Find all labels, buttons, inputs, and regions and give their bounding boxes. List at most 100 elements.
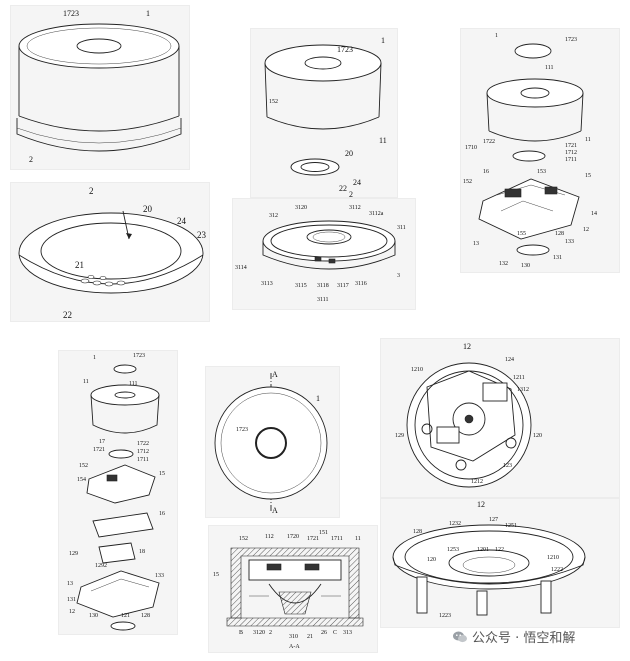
wechat-icon: [453, 631, 467, 642]
label-1711: 1711: [565, 157, 577, 163]
label-1722: 1722: [483, 139, 495, 145]
label-21: 21: [75, 260, 84, 270]
label-312: 312: [269, 213, 278, 219]
watermark: 公众号 · 悟空和解: [452, 627, 575, 646]
label-129: 129: [69, 551, 78, 557]
label-1711: 1711: [331, 536, 343, 542]
label-120: 120: [533, 433, 542, 439]
figure-base-plate: 2 20 24 23 21 22: [10, 182, 210, 322]
label-1: 1: [495, 33, 498, 39]
figure-disc-assembly: 312 3120 3112 3112a 311 3114 3113 3115 3…: [232, 198, 416, 310]
label-12: 12: [583, 227, 589, 233]
section-view-drawing: [226, 547, 364, 627]
label-18: 18: [139, 549, 145, 555]
exploded-stack-drawing: [76, 364, 160, 631]
label-1312: 1312: [517, 387, 529, 393]
label-15: 15: [585, 173, 591, 179]
housing-underside-drawing: [406, 362, 532, 488]
label-1723: 1723: [236, 427, 248, 433]
label-20: 20: [345, 149, 353, 158]
label-3116: 3116: [355, 281, 367, 287]
label-23: 23: [197, 230, 206, 240]
label-26: 26: [321, 630, 327, 636]
label-11: 11: [585, 137, 591, 143]
label-111: 111: [545, 65, 554, 71]
label-1: 1: [381, 36, 385, 45]
label-1712: 1712: [565, 150, 577, 156]
label-152: 152: [269, 99, 278, 105]
label-151: 151: [319, 530, 328, 536]
label-123: 123: [503, 463, 512, 469]
label-21: 21: [307, 634, 313, 640]
label-1722: 1722: [137, 441, 149, 447]
figure-exploded-shell: 1723 1 152 11 20 22 24 2: [250, 28, 398, 198]
label-20: 20: [143, 204, 152, 214]
disc-assembly-drawing: [262, 220, 396, 270]
label-1711: 1711: [137, 457, 149, 463]
label-128: 128: [555, 231, 564, 237]
label-A-bottom: A: [272, 506, 278, 515]
label-3114: 3114: [235, 265, 247, 271]
label-122: 122: [495, 547, 504, 553]
label-128: 128: [413, 529, 422, 535]
label-1210: 1210: [547, 555, 559, 561]
label-3113: 3113: [261, 281, 273, 287]
label-17: 17: [99, 439, 105, 445]
label-11: 11: [379, 136, 387, 145]
label-131: 131: [67, 597, 76, 603]
exploded-shell-drawing: [264, 44, 382, 176]
label-121: 121: [121, 613, 130, 619]
label-22: 22: [63, 310, 72, 320]
exploded-internals-drawing: [478, 43, 584, 256]
label-3115: 3115: [295, 283, 307, 289]
label-1721: 1721: [307, 536, 319, 542]
label-155: 155: [517, 231, 526, 237]
label-13: 13: [473, 241, 479, 247]
label-1720: 1720: [287, 534, 299, 540]
label-B: B: [239, 630, 244, 636]
label-1721: 1721: [93, 447, 105, 453]
label-311: 311: [397, 225, 406, 231]
label-1723: 1723: [63, 9, 79, 18]
figure-exploded-stack: 1 1723 11 111 17 1722 1721 1712 1711 152…: [58, 350, 178, 635]
label-128: 128: [141, 613, 150, 619]
figure-top-view: A 1 1723 A: [205, 366, 340, 518]
label-section-AA: A-A: [289, 644, 300, 650]
label-129: 129: [395, 433, 404, 439]
label-3120: 3120: [295, 205, 307, 211]
closed-device-drawing: [16, 23, 182, 152]
label-1292: 1292: [95, 563, 107, 569]
top-view-drawing: [214, 373, 328, 513]
label-130: 130: [89, 613, 98, 619]
figure-exploded-internals: 1 1723 111 11 1722 1710 1721 1712 1711 1…: [460, 28, 620, 273]
label-14: 14: [591, 211, 597, 217]
label-3111: 3111: [317, 297, 329, 303]
label-24: 24: [177, 216, 186, 226]
label-1723: 1723: [133, 353, 145, 359]
label-11: 11: [355, 536, 361, 542]
label-C: C: [333, 630, 338, 636]
figure-section-view: 152 112 1720 1721 151 1711 11 15 B 3120 …: [208, 525, 378, 653]
figure-housing-underside: 12 124 1210 1211 1312 129 120 123 1212: [380, 338, 620, 498]
label-131: 131: [553, 255, 562, 261]
label-152: 152: [239, 536, 248, 542]
label-12: 12: [477, 500, 485, 509]
label-133: 133: [565, 239, 574, 245]
label-1723: 1723: [337, 45, 353, 54]
label-3117: 3117: [337, 283, 349, 289]
label-24: 24: [353, 178, 361, 187]
label-2: 2: [29, 155, 33, 164]
label-310: 310: [289, 634, 298, 640]
label-132: 132: [499, 261, 508, 267]
label-12: 12: [463, 342, 471, 351]
label-1712: 1712: [137, 449, 149, 455]
label-1201: 1201: [477, 547, 489, 553]
label-2: 2: [89, 186, 94, 196]
label-153: 153: [537, 169, 546, 175]
label-152: 152: [79, 463, 88, 469]
figure-closed-device: 1723 1 2: [10, 5, 190, 170]
label-16: 16: [483, 169, 489, 175]
label-3120: 3120: [253, 630, 265, 636]
label-1222: 1222: [551, 567, 563, 573]
label-313: 313: [343, 630, 352, 636]
